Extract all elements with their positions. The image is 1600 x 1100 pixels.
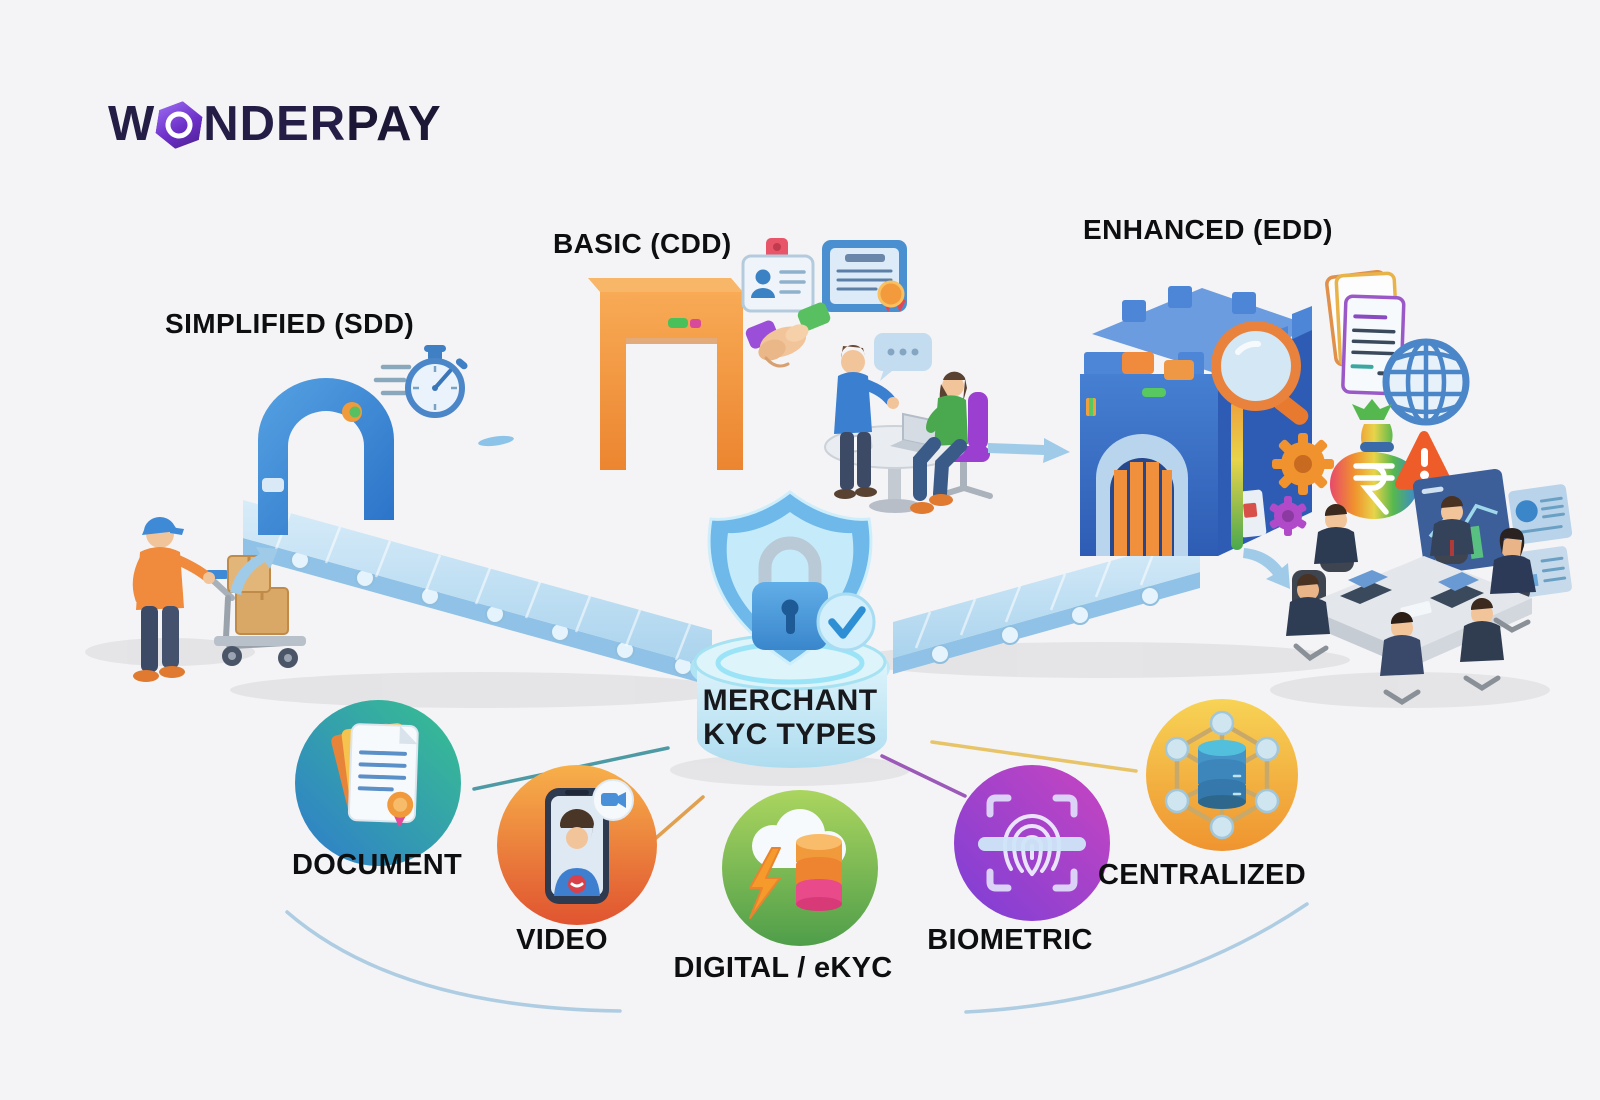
magnifier-icon: [1211, 321, 1309, 550]
conveyor-belt-left: [243, 500, 712, 686]
interview-scene: [824, 344, 993, 514]
stopwatch-icon: [373, 345, 468, 418]
kyc-type-digital: [722, 790, 878, 946]
network-database-icon: [1164, 710, 1280, 840]
speech-bubble-icon: [874, 333, 932, 381]
stage-label-enhanced: ENHANCED (EDD): [1083, 214, 1333, 245]
kyc-type-biometric: [954, 765, 1110, 921]
stage-label-basic: BASIC (CDD): [553, 228, 732, 259]
flow-arrows: [230, 438, 1290, 595]
money-bag-alert-icon: [1329, 399, 1453, 519]
center-kyc-label-line2: KYC TYPES: [703, 717, 877, 751]
fingerprint-scan-icon: [978, 794, 1086, 892]
logo-text-start: W: [108, 97, 156, 151]
certificate-icon: [822, 240, 907, 312]
logo-text-pay: PAY: [346, 97, 442, 151]
kyc-type-centralized: [1146, 699, 1298, 851]
gate-indicator-light: [668, 318, 688, 328]
kyc-type-video: [497, 765, 657, 925]
type-label-centralized: CENTRALIZED: [1098, 859, 1306, 891]
check-badge-icon: [816, 592, 876, 652]
conveyor-belt-right: [893, 536, 1200, 674]
gears-icon: [1269, 433, 1334, 536]
type-label-biometric: BIOMETRIC: [927, 924, 1093, 956]
globe-icon: [1382, 338, 1470, 426]
worker-with-cart: [132, 517, 306, 682]
stage-label-simplified: SIMPLIFIED (SDD): [165, 308, 415, 339]
logo-hexagon-icon: [154, 97, 205, 151]
motion-dash: [478, 435, 514, 447]
type-label-video: VIDEO: [516, 924, 608, 956]
center-kyc-label: MERCHANT KYC TYPES: [703, 684, 878, 751]
castle-indicator-light: [1142, 388, 1166, 397]
type-label-digital: DIGITAL / eKYC: [673, 952, 893, 984]
document-stack-icon: [331, 723, 419, 828]
wonderpay-logo: W NDER PAY: [108, 100, 442, 149]
bottom-arcs: [285, 902, 1309, 1014]
cloud-database-icon: [749, 809, 846, 919]
cdd-orange-gate: [588, 278, 743, 470]
kyc-type-document: [295, 700, 461, 866]
type-label-document: DOCUMENT: [292, 849, 462, 881]
arrow-worker-to-belt: [230, 547, 278, 595]
shield-lock-icon: [707, 490, 876, 666]
id-card-icon: [741, 238, 815, 313]
arrow-to-castle: [988, 438, 1070, 463]
center-kyc-label-line1: MERCHANT: [702, 684, 878, 717]
handshake-icon: [745, 302, 831, 368]
video-call-phone-icon: [545, 779, 634, 904]
logo-text-mid: NDER: [203, 97, 347, 151]
meeting-group: [1286, 495, 1536, 705]
sdd-arch-gate: [258, 378, 394, 535]
arrow-to-meeting: [1243, 548, 1290, 589]
